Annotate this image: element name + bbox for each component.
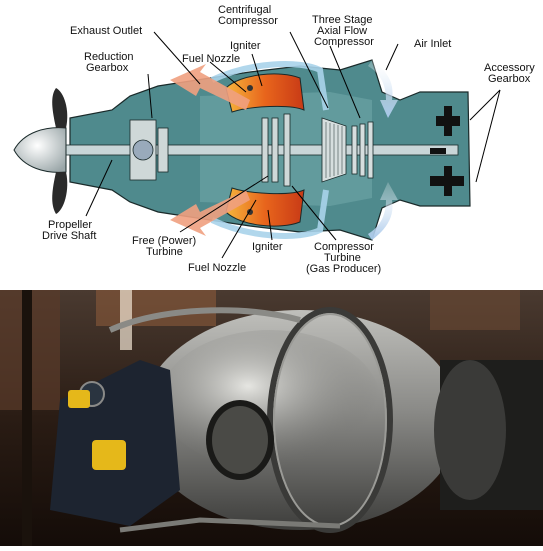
engine-photo-svg	[0, 290, 543, 546]
propeller-spinner	[13, 127, 67, 173]
frame-right	[430, 290, 520, 330]
accessory-gearbox	[430, 106, 464, 196]
pipe-bottom	[119, 517, 341, 533]
label-propeller-drive-shaft-line1: Propeller	[48, 219, 93, 231]
label-compressor-turbine-line2: Turbine	[324, 252, 361, 264]
label-three-stage-line1: Three Stage	[312, 14, 373, 26]
igniter-top-mark	[247, 85, 253, 91]
label-air-inlet: Air Inlet	[414, 38, 452, 50]
label-free-turbine-line2: Turbine	[146, 246, 183, 258]
frame-post	[22, 290, 32, 546]
label-fuel-nozzle-top: Fuel Nozzle	[182, 53, 241, 65]
label-centrifugal-compressor-line1: Centrifugal	[218, 4, 272, 16]
label-accessory-gearbox-line2: Gearbox	[488, 73, 531, 85]
label-igniter-top: Igniter	[230, 40, 261, 52]
label-centrifugal-compressor-line2: Compressor	[218, 15, 278, 27]
air-inlet-flow-bottom	[368, 182, 398, 240]
label-igniter-bottom: Igniter	[252, 241, 283, 253]
exhaust-flow-top	[170, 64, 250, 110]
label-fuel-nozzle-bottom: Fuel Nozzle	[188, 262, 247, 274]
propeller-blade-top	[52, 88, 68, 128]
label-compressor-turbine-line3: (Gas Producer)	[306, 263, 382, 275]
air-inlet-flow-top	[368, 60, 398, 118]
label-three-stage-line2: Axial Flow	[317, 25, 368, 37]
frame-top	[96, 290, 216, 326]
engine-photograph	[0, 290, 543, 546]
combustion-case-ring	[267, 307, 393, 533]
label-propeller-drive-shaft-line2: Drive Shaft	[42, 230, 97, 242]
label-three-stage-line3: Compressor	[314, 36, 374, 48]
engine-cutaway-svg	[13, 31, 501, 259]
label-accessory-gearbox-line1: Accessory	[484, 62, 535, 74]
turboprop-cutaway-diagram: Exhaust Outlet Centrifugal Compressor Th…	[13, 4, 535, 275]
label-exhaust-outlet: Exhaust Outlet	[70, 25, 143, 37]
yellow-cap-small	[68, 390, 90, 408]
label-compressor-turbine-line1: Compressor	[314, 241, 374, 253]
yellow-cap-large	[92, 440, 126, 470]
reduction-gearbox	[129, 119, 169, 181]
turbine-discs	[261, 113, 291, 187]
display-stand	[120, 290, 132, 350]
label-reduction-gearbox-line2: Gearbox	[86, 62, 129, 74]
leader-lines	[85, 31, 501, 259]
label-free-turbine-line1: Free (Power)	[132, 235, 197, 247]
axial-compressor-stages	[351, 121, 374, 179]
label-reduction-gearbox-line1: Reduction	[84, 51, 134, 63]
propeller-blade-bottom	[52, 172, 68, 214]
pipe-top	[108, 307, 301, 333]
